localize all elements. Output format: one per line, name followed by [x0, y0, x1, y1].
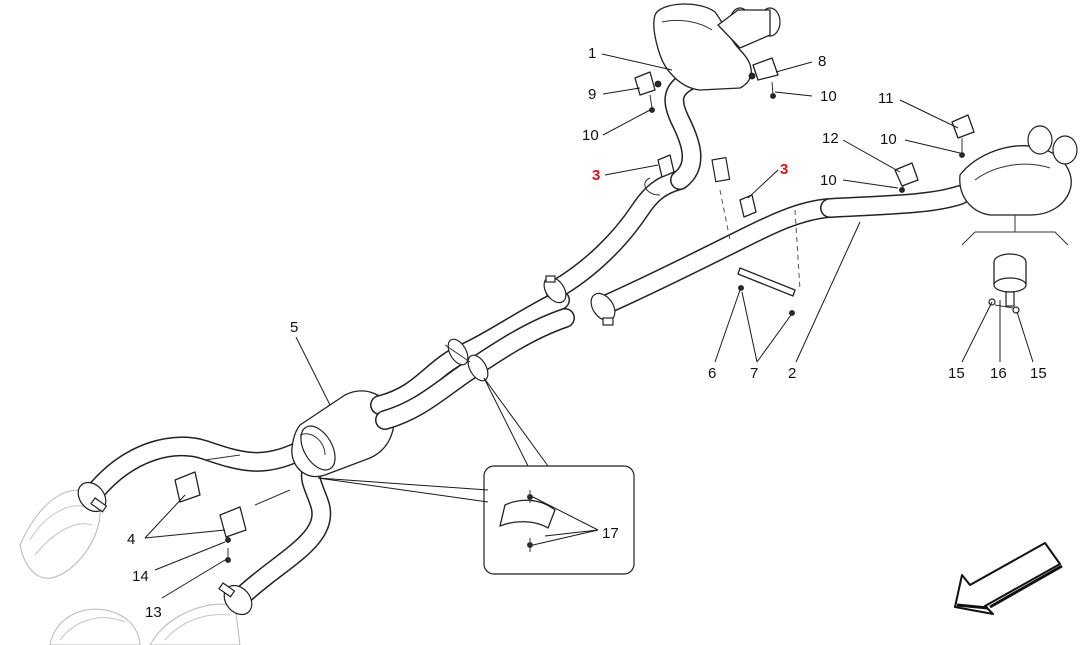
callout-8: 8: [818, 53, 826, 70]
callout-10: 10: [582, 127, 599, 144]
engine-ghost: [19, 489, 241, 645]
right-rear-silencer: [820, 125, 1078, 246]
intermediate-pipes: [543, 170, 840, 326]
callout-11: 11: [878, 90, 894, 107]
callout-3: 3: [592, 167, 600, 184]
callout-3: 3: [780, 161, 788, 178]
callout-15: 15: [1030, 365, 1047, 382]
callout-12: 12: [822, 130, 839, 147]
callout-15: 15: [948, 365, 965, 382]
callout-4: 4: [127, 531, 135, 548]
front-pipe-assembly: [77, 290, 575, 616]
callout-10: 10: [880, 131, 897, 148]
callout-10: 10: [820, 88, 837, 105]
direction-arrow-icon: [954, 542, 1063, 615]
callout-labels: 1 9 10 8 10 3 3 11 10 12 10 5 6 7 2 15 1…: [127, 45, 1047, 621]
callout-5: 5: [290, 319, 298, 336]
leader-lines: [144, 53, 1034, 599]
callout-13: 13: [145, 604, 162, 621]
callout-17: 17: [602, 525, 619, 542]
detail-inset: [483, 465, 635, 575]
callout-1: 1: [588, 45, 596, 62]
callout-6: 6: [708, 365, 716, 382]
left-rear-silencer: [653, 3, 781, 190]
callout-2: 2: [788, 365, 796, 382]
callout-10: 10: [820, 172, 837, 189]
callout-7: 7: [750, 365, 758, 382]
callout-9: 9: [588, 86, 596, 103]
callout-14: 14: [132, 568, 149, 585]
callout-16: 16: [990, 365, 1007, 382]
valve-actuator: [988, 253, 1027, 314]
